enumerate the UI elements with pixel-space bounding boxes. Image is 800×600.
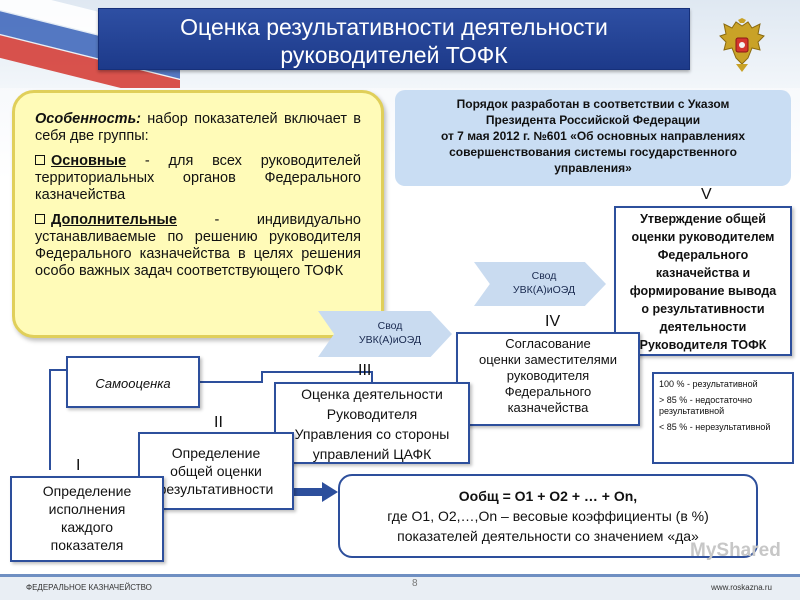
svod-1-line-1: Свод <box>377 320 403 332</box>
title-line-1: Оценка результативности деятельности <box>180 14 608 40</box>
step-1-line: каждого <box>60 519 114 535</box>
svod-2-line-1: Свод <box>531 270 557 282</box>
watermark: MyShared <box>690 540 781 561</box>
step-3-line: Оценка деятельности <box>301 386 443 402</box>
decree-line-5: управления» <box>554 161 632 175</box>
features-box: Особенность: набор показателей включает … <box>12 90 384 338</box>
svod-arrow-1: Свод УВК(А)иОЭД <box>318 311 452 357</box>
basic-label: Основные <box>51 153 127 169</box>
formula-line-1: Ообщ = О1 + О2 + … + Оn, <box>458 488 638 504</box>
step-1-line: Определение <box>42 483 132 499</box>
checkbox-bullet-icon <box>35 214 45 224</box>
decree-box: Порядок разработан в соответствии с Указ… <box>395 90 791 186</box>
step-5-line: Федерального <box>657 248 749 262</box>
formula-line-2: где О1, О2,…,Оn – весовые коэффициенты (… <box>387 508 709 524</box>
step-5-line: формирование вывода <box>629 284 777 298</box>
step-1-box: Определение исполнения каждого показател… <box>10 476 164 562</box>
step-4-box: Согласование оценки заместителями руково… <box>456 332 640 426</box>
step-4-line: казначейства <box>507 400 589 415</box>
footer-divider <box>0 574 800 577</box>
features-extra-group: Дополнительные - индивидуально устанавли… <box>35 212 361 280</box>
features-basic-group: Основные - для всех руководителей террит… <box>35 153 361 204</box>
footer: ФЕДЕРАЛЬНОЕ КАЗНАЧЕЙСТВО www.roskazna.ru <box>0 574 800 600</box>
step-5-line: деятельности <box>659 320 747 334</box>
footer-website-link[interactable]: www.roskazna.ru <box>711 583 772 592</box>
step-2-box: Определение общей оценки результативност… <box>138 432 294 510</box>
double-headed-eagle-emblem-icon <box>719 18 765 72</box>
step-4-line: Согласование <box>505 336 591 351</box>
step-2-line: общей оценки <box>170 463 262 479</box>
step-1-line: показателя <box>50 537 124 553</box>
step-1-number: I <box>76 457 81 474</box>
step-3-number: III <box>358 362 372 379</box>
extra-dash: - <box>177 212 257 228</box>
title-line-2: руководителей ТОФК <box>280 42 508 68</box>
page-number: 8 <box>412 578 418 589</box>
step-5-box: Утверждение общей оценки руководителем Ф… <box>614 206 792 356</box>
step-4-line: Федерального <box>504 384 592 399</box>
decree-line-3: от 7 мая 2012 г. №601 «Об основных напра… <box>440 129 746 143</box>
decree-line-2: Президента Российской Федерации <box>485 113 701 127</box>
step-2-line: Определение <box>171 445 261 461</box>
checkbox-bullet-icon <box>35 155 45 165</box>
slide-title: Оценка результативности деятельности рук… <box>98 8 690 70</box>
self-assessment-box: Самооценка <box>66 356 200 408</box>
extra-label: Дополнительные <box>51 212 177 228</box>
legend-row: < 85 % - нерезультативной <box>659 422 771 432</box>
footer-organization: ФЕДЕРАЛЬНОЕ КАЗНАЧЕЙСТВО <box>26 583 152 592</box>
step-3-line: Управления со стороны <box>294 426 450 442</box>
features-intro-rest: набор показателей включает в себя две гр… <box>35 111 361 144</box>
step-5-line: оценки руководителем <box>631 230 775 244</box>
step-5-line: Руководителя ТОФК <box>639 338 767 352</box>
decree-line-4: совершенствования системы государственно… <box>449 145 737 159</box>
step-5-line: Утверждение общей <box>640 212 766 226</box>
step-1-line: исполнения <box>48 501 126 517</box>
decree-line-1: Порядок разработан в соответствии с Указ… <box>456 97 730 111</box>
basic-dash: - <box>126 153 169 169</box>
svod-2-line-2: УВК(А)иОЭД <box>512 284 576 296</box>
formula-box: Ообщ = О1 + О2 + … + Оn, где О1, О2,…,Оn… <box>338 474 758 558</box>
step-5-line: о результативности <box>641 302 765 316</box>
result-thresholds-legend: 100 % - результативной > 85 % - недостат… <box>652 372 794 464</box>
formula-line-3: показателей деятельности со значением «д… <box>397 528 699 544</box>
svod-arrow-2: Свод УВК(А)иОЭД <box>474 262 606 306</box>
extra-text: индивидуально устанавливаемые по решению… <box>35 212 361 279</box>
self-assessment-label: Самооценка <box>95 376 171 391</box>
step-3-line: управлений ЦАФК <box>312 446 432 462</box>
svod-1-line-2: УВК(А)иОЭД <box>358 334 422 346</box>
features-intro-bold: Особенность: <box>35 111 142 127</box>
step-4-number: IV <box>545 313 561 330</box>
step-5-line: казначейства и <box>655 266 751 280</box>
step-3-box: Оценка деятельности Руководителя Управле… <box>274 382 470 464</box>
step-2-number: II <box>214 414 223 431</box>
step-4-line: руководителя <box>506 368 590 383</box>
basic-text: для всех руководителей территориальных о… <box>35 153 361 203</box>
legend-row: 100 % - результативной <box>659 379 758 389</box>
step-5-number: V <box>701 186 712 203</box>
step-2-line: результативности <box>158 481 274 497</box>
features-intro: Особенность: набор показателей включает … <box>35 111 361 145</box>
step-3-line: Руководителя <box>326 406 418 422</box>
step-4-line: оценки заместителями <box>478 352 617 367</box>
legend-row: > 85 % - недостаточно результативной <box>659 395 753 416</box>
